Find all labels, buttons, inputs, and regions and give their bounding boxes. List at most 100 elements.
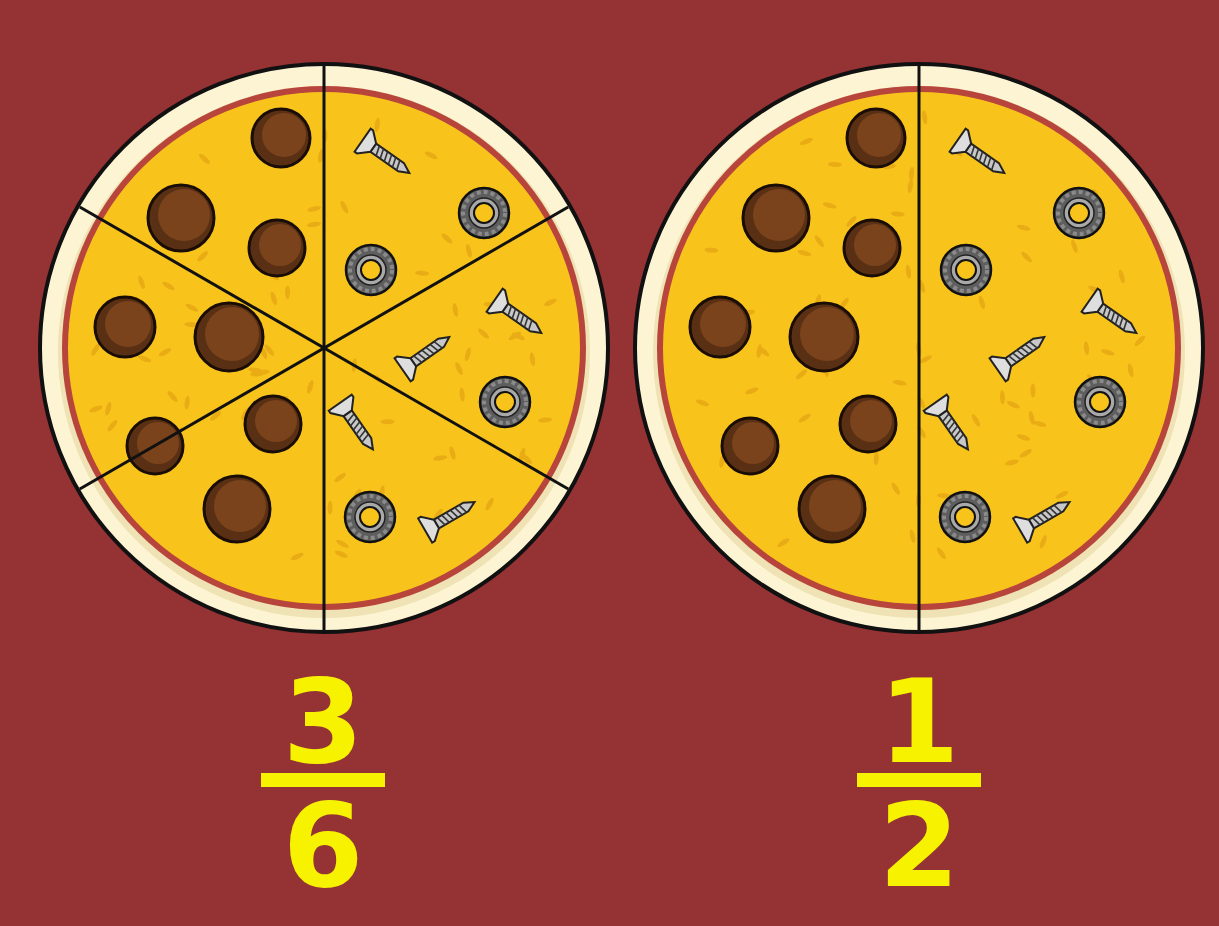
- speckle: [822, 201, 837, 210]
- nut-outer: [1054, 188, 1104, 238]
- speckle: [704, 247, 718, 253]
- speckle: [921, 110, 928, 125]
- nut-knurl: [1079, 381, 1121, 423]
- fraction-denominator: 2: [879, 788, 960, 904]
- screw-thread: [386, 154, 394, 164]
- speckle: [465, 244, 473, 259]
- speckle: [1070, 239, 1079, 254]
- speckle: [339, 200, 350, 215]
- screw-thread: [955, 434, 965, 442]
- speckle: [454, 361, 465, 376]
- nut-outer: [346, 245, 396, 295]
- pepperoni: [743, 185, 809, 251]
- nut: [941, 245, 991, 295]
- screw-thread: [1054, 504, 1062, 514]
- speckle: [916, 395, 927, 410]
- fraction-numerator: 3: [283, 664, 364, 780]
- speckle: [744, 386, 759, 395]
- speckle: [1006, 400, 1021, 410]
- nut-knurl: [350, 249, 392, 291]
- cut-line: [80, 207, 568, 489]
- screw-thread: [973, 149, 981, 159]
- screw-thread: [514, 312, 522, 322]
- pepperoni: [245, 396, 301, 452]
- pepperoni-slice: [690, 297, 750, 357]
- speckle: [1054, 489, 1069, 500]
- screw: [418, 490, 481, 543]
- pepperoni-highlight: [732, 422, 774, 464]
- nut: [940, 492, 990, 542]
- nut: [480, 377, 530, 427]
- nut-hole: [495, 392, 515, 412]
- speckle: [813, 234, 825, 248]
- screw-head: [950, 129, 977, 159]
- nut-inner: [1085, 387, 1115, 417]
- nut-outer: [940, 492, 990, 542]
- pepperoni: [799, 476, 865, 542]
- speckle: [1005, 458, 1020, 466]
- pepperoni: [722, 418, 778, 474]
- screw: [355, 129, 418, 185]
- pepperoni-slice: [95, 297, 155, 357]
- pepperoni-slice: [204, 476, 270, 542]
- speckle: [89, 404, 104, 414]
- cut-line: [918, 66, 921, 630]
- screw: [487, 289, 550, 345]
- speckle: [797, 249, 812, 258]
- speckle: [1018, 447, 1033, 459]
- pepperoni: [790, 303, 858, 371]
- speckle: [1038, 534, 1048, 549]
- screw-shaft: [344, 410, 377, 452]
- speckle: [184, 395, 191, 410]
- nut-hole: [956, 260, 976, 280]
- speckle: [529, 352, 536, 367]
- screw-shaft: [370, 144, 412, 177]
- speckle: [137, 354, 152, 364]
- speckle: [873, 451, 879, 465]
- speckle: [334, 549, 349, 559]
- screw-shaft: [410, 333, 452, 366]
- speckle: [459, 387, 465, 401]
- speckle: [1127, 363, 1135, 378]
- speckle: [905, 264, 912, 279]
- nut-knurl: [945, 249, 987, 291]
- nut-outer: [345, 492, 395, 542]
- pepperoni-slice: [847, 109, 905, 167]
- screw-thread: [1029, 340, 1037, 350]
- speckle: [511, 331, 526, 342]
- speckle: [1000, 390, 1006, 404]
- speckle: [935, 546, 947, 560]
- nut-hole: [474, 203, 494, 223]
- pepperoni: [844, 220, 900, 276]
- screw-thread: [977, 152, 985, 162]
- screw-shaft: [1097, 304, 1139, 337]
- screw: [329, 395, 385, 458]
- pepperoni: [840, 396, 896, 452]
- speckle: [374, 117, 381, 132]
- speckle: [185, 302, 200, 313]
- nut-inner: [1064, 198, 1094, 228]
- fraction-denominator: 6: [283, 788, 364, 904]
- speckle: [452, 303, 460, 318]
- speckle: [196, 250, 210, 263]
- pizza-crust: [40, 64, 608, 632]
- nut-inner: [356, 255, 386, 285]
- speckle: [1030, 383, 1035, 397]
- screw-thread: [969, 146, 977, 156]
- screw-thread: [394, 160, 402, 170]
- screw-shaft: [939, 410, 972, 452]
- speckle: [1117, 269, 1126, 284]
- screw-thread: [374, 146, 382, 156]
- speckle: [1083, 341, 1090, 356]
- speckle: [285, 285, 290, 299]
- nut-inner: [355, 502, 385, 532]
- nut-hole: [361, 260, 381, 280]
- speckle: [306, 379, 315, 394]
- screw-thread: [985, 157, 993, 167]
- screw-head: [329, 395, 359, 422]
- screw-thread: [1117, 317, 1125, 327]
- screw-thread: [434, 340, 442, 350]
- screw-head: [418, 512, 443, 543]
- screw-head: [355, 129, 382, 159]
